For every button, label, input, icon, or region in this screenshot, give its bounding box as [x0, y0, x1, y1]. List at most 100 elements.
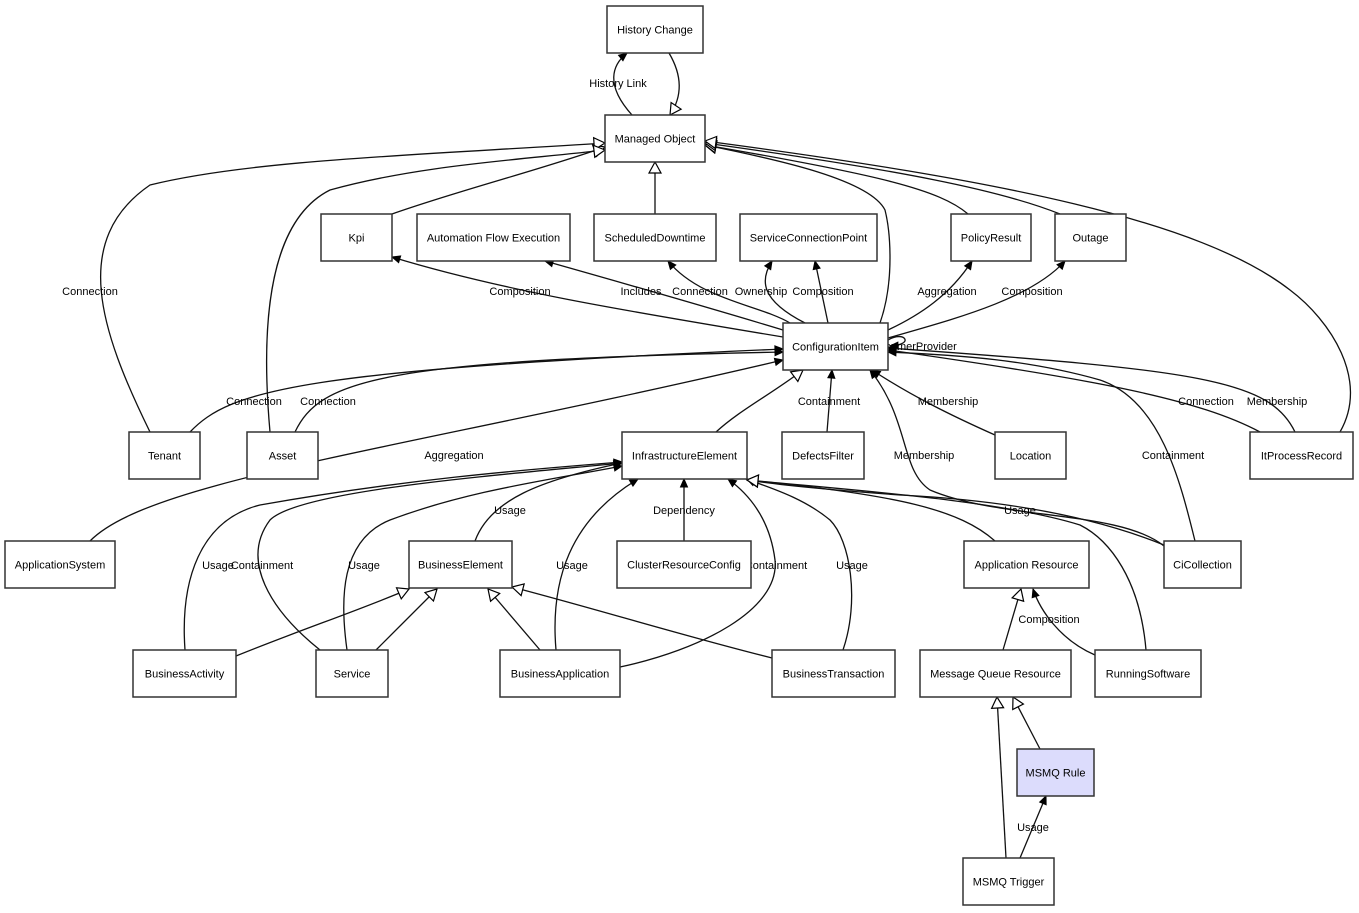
node-defects-filter[interactable]: DefectsFilter	[781, 431, 865, 480]
edge-running-software-to-infrastructure-element	[745, 474, 1147, 651]
hollow-triangle-arrow-icon	[703, 135, 718, 150]
edges-layer	[89, 52, 1351, 859]
node-label: MSMQ Trigger	[973, 876, 1045, 888]
filled-arrow-icon	[1038, 794, 1047, 806]
node-automation-flow-execution[interactable]: Automation Flow Execution	[416, 213, 571, 262]
node-box	[1016, 748, 1095, 797]
node-cluster-resource-config[interactable]: ClusterResourceConfig	[616, 540, 752, 589]
node-scheduled-downtime[interactable]: ScheduledDowntime	[593, 213, 717, 262]
edge-infrastructure-element-to-configuration-item	[715, 369, 804, 433]
node-business-element[interactable]: BusinessElement	[408, 540, 513, 589]
edge-line	[746, 479, 1165, 546]
filled-arrow-icon	[869, 369, 879, 380]
node-location[interactable]: Location	[994, 431, 1067, 480]
edge-line	[511, 586, 773, 659]
edge-history-change-to-managed-object	[668, 52, 683, 117]
hollow-triangle-arrow-icon	[592, 144, 607, 159]
node-label: ConfigurationItem	[792, 341, 879, 353]
edge-outage-to-managed-object	[703, 137, 1061, 215]
edge-configuration-item-to-outage	[887, 260, 1066, 339]
edge-label: Aggregation	[424, 450, 483, 462]
edge-asset-to-configuration-item	[294, 347, 785, 433]
edge-line	[746, 479, 1147, 651]
edge-label: Usage	[1017, 822, 1049, 834]
edge-label: Connection	[300, 396, 356, 408]
node-label: BusinessActivity	[145, 668, 225, 680]
edge-label: Membership	[894, 450, 955, 462]
node-box	[962, 857, 1055, 906]
node-label: ScheduledDowntime	[605, 232, 706, 244]
edge-line	[871, 369, 996, 436]
node-message-queue-resource[interactable]: Message Queue Resource	[919, 649, 1072, 698]
edge-line	[887, 347, 1296, 433]
filled-arrow-icon	[667, 260, 677, 271]
edge-label: Usage	[348, 560, 380, 572]
edge-policy-result-to-managed-object	[703, 140, 969, 215]
node-label: Kpi	[349, 232, 365, 244]
edge-line	[704, 144, 891, 324]
node-application-resource[interactable]: Application Resource	[963, 540, 1090, 589]
edge-label: Usage	[494, 505, 526, 517]
edge-label: Usage	[556, 560, 588, 572]
node-history-change[interactable]: History Change	[606, 5, 704, 54]
edge-message-queue-resource-to-application-resource	[1002, 587, 1025, 651]
edge-line	[667, 260, 791, 324]
node-label: BusinessApplication	[511, 668, 609, 680]
node-managed-object[interactable]: Managed Object	[604, 114, 706, 163]
edge-line	[704, 142, 1061, 215]
node-label: InfrastructureElement	[632, 450, 737, 462]
node-box	[593, 213, 717, 262]
node-label: Message Queue Resource	[930, 668, 1061, 680]
node-configuration-item[interactable]: ConfigurationItem	[782, 322, 889, 371]
edge-line	[746, 479, 996, 542]
node-tenant[interactable]: Tenant	[128, 431, 201, 480]
node-box	[771, 649, 896, 698]
filled-arrow-icon	[628, 478, 640, 488]
hollow-triangle-arrow-icon	[789, 369, 804, 383]
edge-line	[1019, 795, 1047, 859]
node-msmq-rule[interactable]: MSMQ Rule	[1016, 748, 1095, 797]
edge-label: Connection	[62, 286, 118, 298]
node-label: History Change	[617, 24, 693, 36]
node-policy-result[interactable]: PolicyResult	[950, 213, 1032, 262]
edge-line	[814, 260, 829, 324]
node-label: ItProcessRecord	[1261, 450, 1342, 462]
node-label: CiCollection	[1173, 559, 1232, 571]
edge-scheduled-downtime-to-managed-object	[647, 160, 663, 214]
edge-service-to-business-element	[375, 588, 438, 651]
node-box	[616, 540, 752, 589]
node-ci-collection[interactable]: CiCollection	[1163, 540, 1242, 589]
edge-line	[887, 349, 1261, 433]
filled-arrow-icon	[827, 368, 836, 379]
node-outage[interactable]: Outage	[1054, 213, 1127, 262]
hollow-triangle-arrow-icon	[1012, 695, 1025, 711]
edge-line	[391, 146, 606, 215]
node-msmq-trigger[interactable]: MSMQ Trigger	[962, 857, 1055, 906]
node-service[interactable]: Service	[315, 649, 389, 698]
node-business-activity[interactable]: BusinessActivity	[132, 649, 237, 698]
edge-label: History Link	[589, 78, 647, 90]
node-kpi[interactable]: Kpi	[320, 213, 393, 262]
node-application-system[interactable]: ApplicationSystem	[4, 540, 116, 589]
edge-label: Composition	[1001, 286, 1062, 298]
node-box	[315, 649, 389, 698]
edge-label: Connection	[226, 396, 282, 408]
node-business-application[interactable]: BusinessApplication	[499, 649, 621, 698]
node-service-connection-point[interactable]: ServiceConnectionPoint	[739, 213, 878, 262]
node-infrastructure-element[interactable]: InfrastructureElement	[621, 431, 748, 480]
edge-configuration-item-to-policy-result	[887, 259, 973, 331]
node-it-process-record[interactable]: ItProcessRecord	[1249, 431, 1354, 480]
filled-arrow-icon	[963, 259, 973, 271]
node-label: Outage	[1072, 232, 1108, 244]
node-business-transaction[interactable]: BusinessTransaction	[771, 649, 896, 698]
edge-business-activity-to-infrastructure-element	[183, 458, 624, 651]
node-box	[621, 431, 748, 480]
node-label: ApplicationSystem	[15, 559, 106, 571]
node-box	[128, 431, 201, 480]
edge-label: Dependency	[653, 505, 715, 517]
node-running-software[interactable]: RunningSoftware	[1094, 649, 1202, 698]
node-asset[interactable]: Asset	[246, 431, 319, 480]
edge-line	[257, 462, 623, 651]
